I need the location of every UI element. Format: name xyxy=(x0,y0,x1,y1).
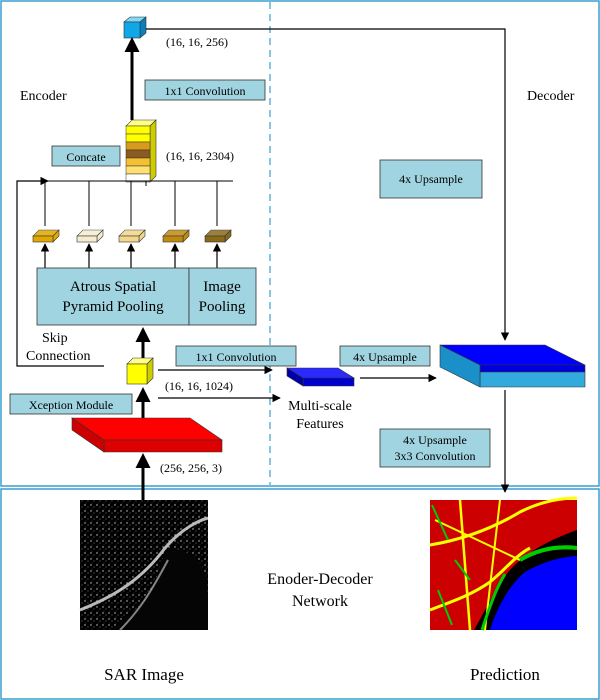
upsample-conv-label-line2: 3x3 Convolution xyxy=(394,449,475,463)
concat-layer xyxy=(125,133,151,143)
multiscale-label-line1: Multi-scale xyxy=(288,399,352,414)
encoder-title: Encoder xyxy=(20,89,67,104)
concat-layer xyxy=(125,125,151,135)
shape-label-concat: (16, 16, 2304) xyxy=(166,149,234,163)
pool-feature-map xyxy=(162,229,190,243)
upsample-conv-box: 4x Upsample 3x3 Convolution xyxy=(379,428,491,468)
multiscale-feature-block xyxy=(285,367,356,387)
conv1x1-top-label: 1x1 Convolution xyxy=(164,84,245,98)
xception-label: Xception Module xyxy=(29,398,113,412)
arrow-encoder-to-decoder xyxy=(146,28,510,341)
image-pooling-box: Image Pooling xyxy=(188,267,257,326)
output-feature-cube xyxy=(123,16,147,39)
concat-layer xyxy=(125,165,151,175)
concat-layer xyxy=(125,157,151,167)
skip-label-line1: Skip xyxy=(42,331,68,346)
mid-feature-cube xyxy=(126,357,154,385)
aspp-label-line2: Pyramid Pooling xyxy=(62,299,164,315)
conv1x1-mid-label: 1x1 Convolution xyxy=(195,350,276,364)
concat-feature-stack xyxy=(125,119,157,183)
pool-feature-map xyxy=(204,229,232,243)
shape-label-input: (256, 256, 3) xyxy=(160,461,222,475)
shape-label-top: (16, 16, 256) xyxy=(166,35,228,49)
pool-feature-map xyxy=(76,229,104,243)
input-feature-slab xyxy=(71,417,223,453)
aspp-label-line1: Atrous Spatial xyxy=(70,279,156,295)
decoder-title: Decoder xyxy=(527,89,575,104)
upsample-mid-label: 4x Upsample xyxy=(353,350,417,364)
upsample-right-label: 4x Upsample xyxy=(399,172,463,186)
conv1x1-mid-box: 1x1 Convolution xyxy=(175,345,297,367)
pool-feature-map xyxy=(118,229,146,243)
image-pooling-label-line1: Image xyxy=(203,279,241,295)
upsample-right-box: 4x Upsample xyxy=(379,159,483,199)
concat-layer xyxy=(125,149,151,159)
concat-layer xyxy=(125,173,151,183)
xception-box: Xception Module xyxy=(9,393,133,415)
image-pooling-label-line2: Pooling xyxy=(199,299,246,315)
upsample-mid-box: 4x Upsample xyxy=(339,345,431,367)
pool-feature-map xyxy=(32,229,60,243)
concate-label: Concate xyxy=(66,150,105,164)
network-label-line2: Network xyxy=(292,593,348,610)
conv1x1-top-box: 1x1 Convolution xyxy=(144,79,266,101)
decoder-feature-slab xyxy=(439,344,586,388)
multiscale-label-line2: Features xyxy=(296,417,343,432)
pool-feature-maps xyxy=(32,181,232,268)
prediction-label: Prediction xyxy=(470,665,540,684)
prediction-image xyxy=(429,496,578,631)
upsample-conv-label-line1: 4x Upsample xyxy=(403,433,467,447)
concat-layer xyxy=(125,141,151,151)
network-label-line1: Enoder-Decoder xyxy=(267,571,373,588)
shape-label-mid: (16, 16, 1024) xyxy=(165,379,233,393)
concate-box: Concate xyxy=(51,145,121,167)
sar-image xyxy=(79,500,209,631)
aspp-box: Atrous Spatial Pyramid Pooling xyxy=(36,267,190,326)
sar-label: SAR Image xyxy=(104,665,184,684)
skip-label-line2: Connection xyxy=(26,349,91,364)
